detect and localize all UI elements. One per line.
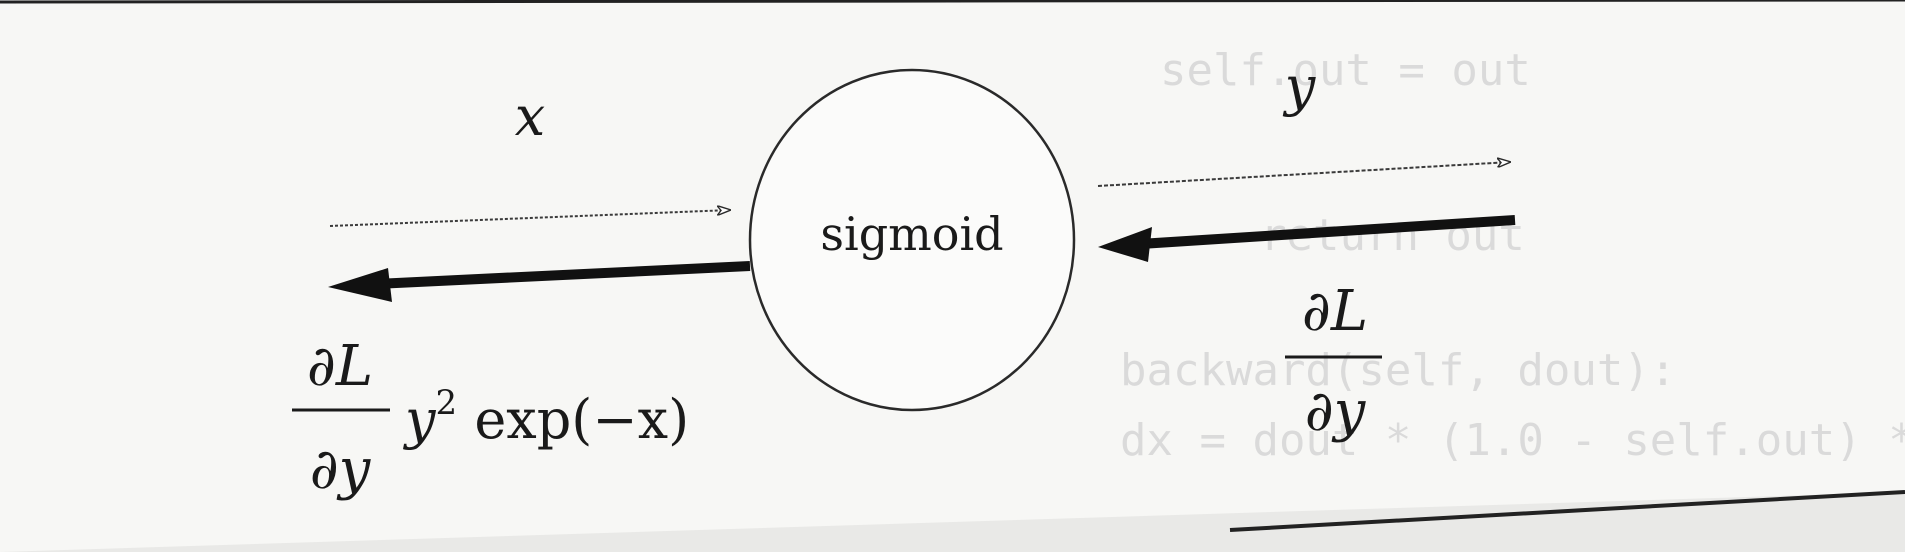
code-line: self.out = out bbox=[1160, 45, 1531, 96]
upstream-gradient-denominator: ∂y bbox=[1305, 379, 1367, 444]
upstream-gradient-numerator: ∂L bbox=[1302, 279, 1368, 344]
factor-base: y bbox=[403, 388, 437, 451]
forward-output-arrow bbox=[1097, 162, 1510, 187]
downstream-gradient-numerator: ∂L bbox=[307, 334, 373, 399]
page-top-edge bbox=[0, 0, 1905, 4]
backward-outgoing-arrow-head bbox=[328, 268, 392, 302]
sigmoid-node bbox=[748, 68, 1076, 412]
downstream-gradient-denominator: ∂y bbox=[310, 437, 372, 502]
downstream-gradient: ∂L ∂y y2 exp(−x) bbox=[292, 334, 689, 502]
upstream-gradient: ∂L ∂y bbox=[1285, 279, 1382, 444]
backward-incoming-arrow-head bbox=[1098, 227, 1152, 262]
backward-outgoing-arrow-shaft bbox=[374, 261, 751, 289]
factor-rest: exp(−x) bbox=[457, 388, 689, 451]
local-gradient-factor: y2 exp(−x) bbox=[403, 383, 689, 451]
forward-input-arrow bbox=[329, 210, 730, 227]
output-label-y: y bbox=[1283, 55, 1317, 118]
page-bottom-edge bbox=[1229, 490, 1905, 532]
code-line: dx = dout * (1.0 - self.out) * self.out bbox=[1120, 415, 1905, 466]
background-code: self.out = out return out backward(self,… bbox=[1120, 45, 1905, 466]
sigmoid-node-label: sigmoid bbox=[820, 207, 1003, 261]
code-line: backward(self, dout): bbox=[1120, 345, 1676, 396]
input-label-x: x bbox=[515, 85, 545, 148]
backward-incoming-arrow-shaft bbox=[1139, 215, 1516, 249]
factor-exponent: 2 bbox=[436, 383, 458, 423]
